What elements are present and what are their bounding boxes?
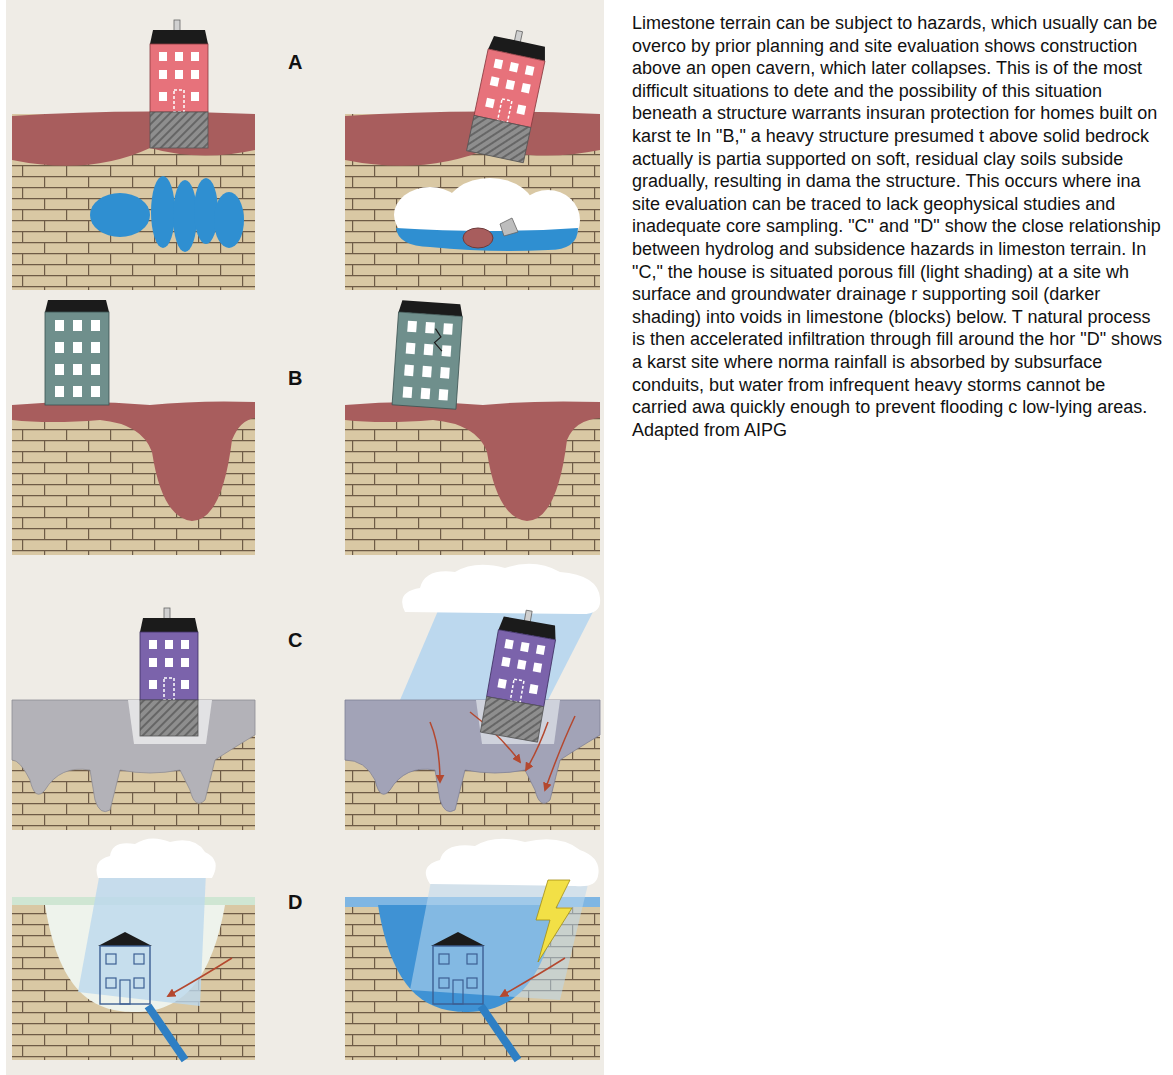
rubble	[500, 218, 518, 236]
heavy-structure	[45, 300, 109, 405]
cloud	[402, 564, 600, 614]
panel-letter: C	[288, 628, 302, 652]
illustration-part	[151, 176, 175, 248]
rubble	[463, 228, 493, 248]
residual-clay-soil	[345, 401, 600, 521]
cavern-water	[396, 228, 578, 251]
house-flooded	[431, 932, 485, 1004]
illustration-ground	[6, 0, 604, 1075]
flow-arrow	[501, 958, 565, 996]
conduit	[148, 1006, 185, 1060]
illustration-part	[194, 178, 218, 244]
house	[150, 20, 208, 148]
panel-d-before	[12, 838, 255, 1060]
panel-c-after	[345, 564, 600, 830]
supporting-soil	[12, 700, 255, 812]
open-cavern	[90, 176, 244, 252]
supporting-soil	[345, 700, 600, 812]
heavy-structure-tilted	[392, 300, 463, 409]
house	[98, 932, 152, 1004]
limestone	[12, 700, 255, 830]
caption-text: Limestone terrain can be subject to haza…	[632, 12, 1164, 441]
collapsed-cavern	[394, 178, 580, 250]
house-tilted	[467, 26, 550, 163]
panel-a-before	[12, 20, 255, 290]
cloud	[426, 839, 599, 886]
panel-b-after	[345, 300, 600, 555]
limestone	[345, 700, 600, 830]
crack	[434, 329, 444, 352]
flow-arrow	[168, 958, 232, 996]
illustration-part	[214, 192, 244, 248]
illustration-part	[430, 722, 440, 782]
panel-letter: D	[288, 890, 302, 914]
panel-a-after	[345, 26, 600, 290]
illustration-part	[90, 193, 150, 237]
residual-clay-soil	[12, 401, 255, 521]
panel-b-before	[12, 300, 255, 555]
house	[140, 608, 198, 736]
panel-c-before	[12, 608, 255, 830]
house-tilted	[480, 606, 559, 742]
rain	[410, 876, 590, 1000]
illustration-part	[173, 180, 197, 252]
conduit	[481, 1006, 518, 1060]
panel-letter: B	[288, 366, 302, 390]
cloud	[97, 838, 216, 878]
lightning	[536, 880, 572, 962]
illustration-part	[545, 716, 575, 790]
panel-d-after	[345, 839, 600, 1060]
panel-letter: A	[288, 50, 302, 74]
soil-layer	[12, 111, 255, 165]
